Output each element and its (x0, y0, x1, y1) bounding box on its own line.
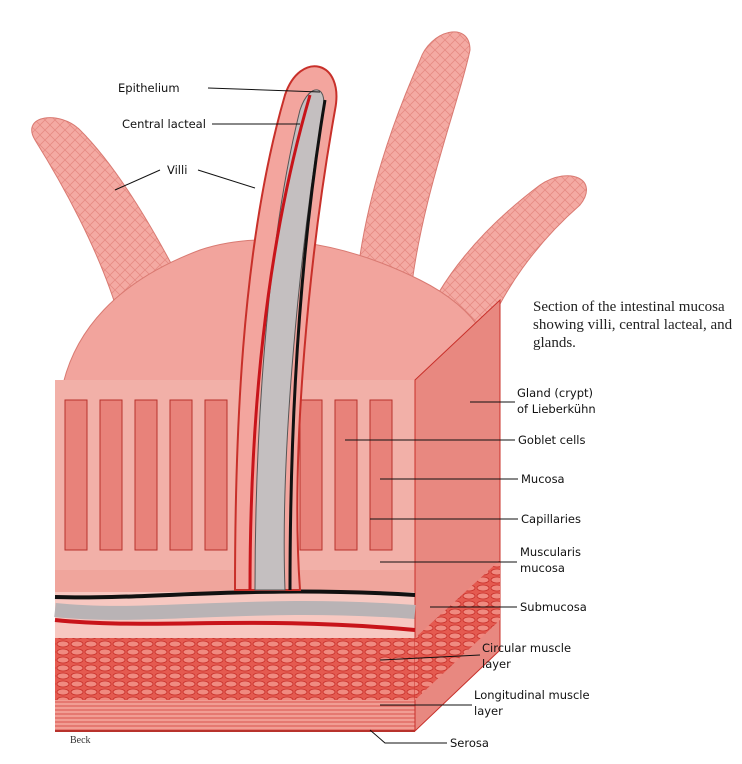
label-circular-line1: Circular muscle (482, 641, 572, 655)
label-gland: Gland (crypt) of Lieberkühn (517, 385, 596, 417)
label-submucosa: Submucosa (520, 600, 587, 614)
label-serosa: Serosa (450, 736, 489, 750)
circular-muscle-layer (55, 638, 415, 700)
artist-signature: Beck (70, 735, 91, 746)
longitudinal-muscle-layer (55, 700, 415, 730)
label-goblet-cells: Goblet cells (518, 433, 586, 447)
label-longitudinal-muscle: Longitudinal muscle layer (474, 687, 590, 719)
label-gland-line1: Gland (crypt) (517, 386, 594, 400)
label-muscularis-line1: Muscularis (520, 545, 581, 559)
label-longitudinal-line1: Longitudinal muscle (474, 688, 590, 702)
leader-lines (114, 87, 518, 744)
label-muscularis-line2: mucosa (520, 561, 565, 575)
label-central-lacteal: Central lacteal (122, 117, 206, 131)
label-longitudinal-line2: layer (474, 704, 503, 718)
label-muscularis-mucosa: Muscularis mucosa (520, 544, 581, 576)
label-circular-muscle: Circular muscle layer (482, 640, 571, 672)
caption: Section of the intestinal mucosa showing… (533, 299, 733, 351)
label-gland-line2: of Lieberkühn (517, 402, 596, 416)
label-circular-line2: layer (482, 657, 511, 671)
label-epithelium: Epithelium (118, 81, 180, 95)
label-capillaries: Capillaries (521, 512, 581, 526)
label-villi: Villi (167, 163, 188, 177)
label-mucosa: Mucosa (521, 472, 565, 486)
